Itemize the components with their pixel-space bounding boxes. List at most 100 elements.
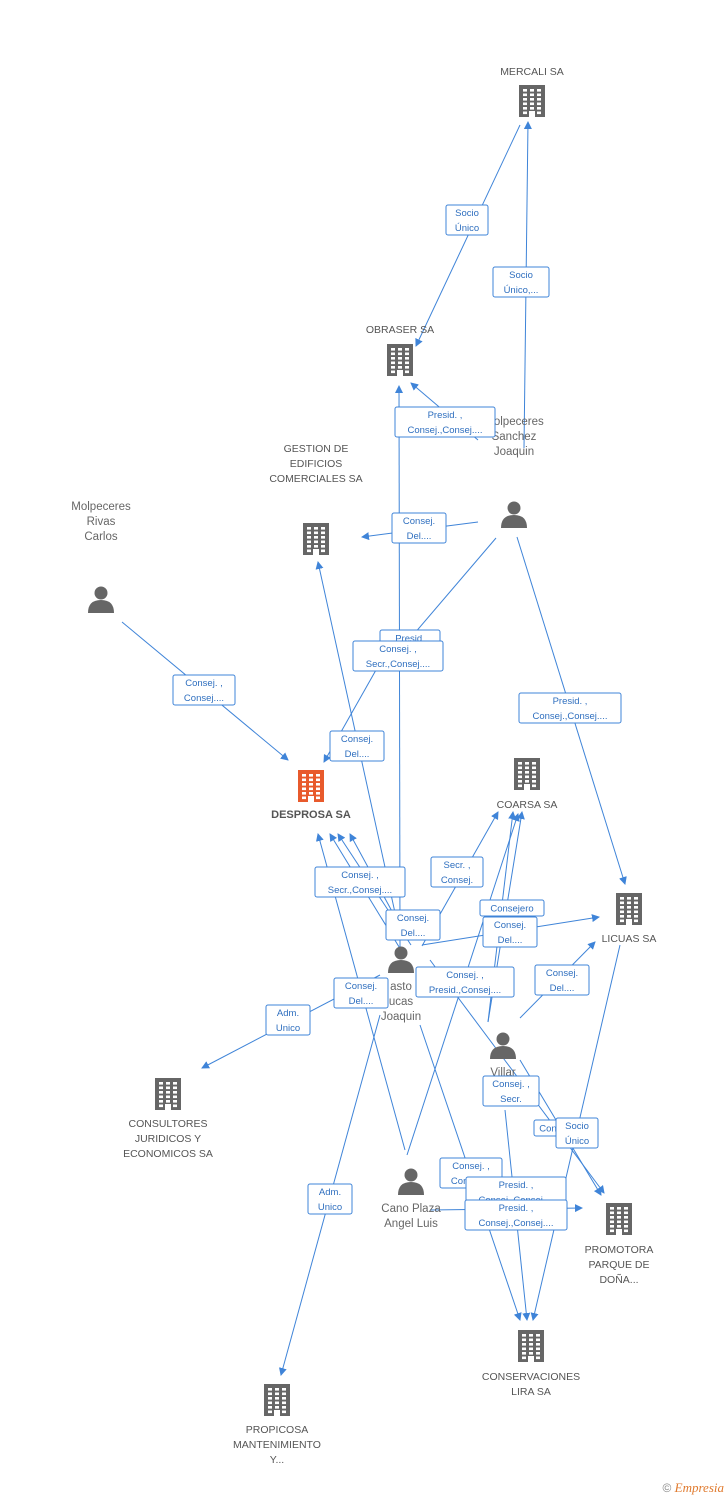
company-label-desprosa-line: DESPROSA SA bbox=[271, 809, 351, 821]
relation-text-line: Adm. bbox=[277, 1008, 299, 1019]
company-label-propicosa: PROPICOSA MANTENIMIENTO Y... bbox=[233, 1424, 321, 1466]
company-label-consultores-line: JURIDICOS Y bbox=[135, 1133, 201, 1145]
relation-label-r16[interactable]: Consej. ,Presid.,Consej.... bbox=[415, 966, 515, 998]
person-icon-molpeceres_rivas[interactable] bbox=[88, 586, 114, 614]
company-label-consultores: CONSULTORES JURIDICOS Y ECONOMICOS SA bbox=[123, 1118, 213, 1160]
relation-text: Consej.Del.... bbox=[345, 981, 377, 1007]
relation-label-r14[interactable]: Consej. Del.... bbox=[482, 916, 538, 948]
relation-text: Consej.Del.... bbox=[546, 968, 578, 994]
company-icon-coarsa[interactable] bbox=[514, 758, 540, 790]
company-label-propicosa-line: MANTENIMIENTO bbox=[233, 1439, 321, 1451]
relation-text-line: Consej. bbox=[403, 516, 435, 527]
person-label-molpeceres_rivas-line: Carlos bbox=[84, 531, 117, 543]
relation-label-r9[interactable]: Presid. ,Consej.,Consej.... bbox=[518, 692, 622, 724]
company-label-obraser-line: OBRASER SA bbox=[366, 324, 434, 336]
relation-text-line: Adm. bbox=[319, 1187, 341, 1198]
company-label-propicosa-line: PROPICOSA bbox=[246, 1424, 308, 1436]
person-label-castro_lucas-line: ucas bbox=[389, 996, 414, 1008]
company-label-conservaciones-line: CONSERVACIONES bbox=[482, 1371, 580, 1383]
relation-label-r19[interactable]: Consej. ,Secr. bbox=[482, 1075, 540, 1107]
relation-text: Consej. ,Consej.... bbox=[184, 678, 224, 704]
relation-text: Consej. ,Secr.,Consej.... bbox=[328, 870, 392, 896]
relation-text: Consej. ,Secr.,Consej.... bbox=[366, 644, 430, 670]
relation-text: Presid. ,Consej.,Consej.... bbox=[533, 696, 608, 722]
company-icon-licuas[interactable] bbox=[616, 893, 642, 925]
relation-label-r20[interactable]: Con bbox=[533, 1119, 563, 1137]
company-icon-conservaciones[interactable] bbox=[518, 1330, 544, 1362]
relation-text: Consej. Del.... bbox=[494, 920, 526, 946]
person-label-cano_plaza-line: Cano Plaza bbox=[381, 1203, 441, 1215]
person-icon-castro_lucas[interactable] bbox=[388, 946, 414, 974]
relation-label-r3[interactable]: Presid. , Consej.,Consej.... bbox=[394, 406, 496, 438]
relation-label-r7[interactable]: Consej. ,Secr.,Consej.... bbox=[352, 640, 444, 672]
relation-label-r18[interactable]: Adm. Unico bbox=[265, 1004, 311, 1036]
person-icon-villar[interactable] bbox=[490, 1032, 516, 1060]
relation-text: Adm. Unico bbox=[276, 1008, 300, 1034]
relation-text-line: Consej. bbox=[546, 968, 578, 979]
company-icon-consultores[interactable] bbox=[155, 1078, 181, 1110]
relation-text-line: Consej. , bbox=[492, 1079, 530, 1090]
company-icon-mercali[interactable] bbox=[519, 85, 545, 117]
relation-text-line: Unico bbox=[276, 1023, 300, 1034]
relation-text-line: Socio bbox=[509, 270, 533, 281]
company-label-propicosa-line: Y... bbox=[270, 1454, 284, 1466]
company-icon-desprosa[interactable] bbox=[298, 770, 324, 802]
relation-label-r8[interactable]: Consej.Del.... bbox=[329, 730, 385, 762]
relation-text-line: Consej.,Consej.... bbox=[479, 1218, 554, 1229]
relation-label-r25[interactable]: Adm.Unico bbox=[307, 1183, 353, 1215]
relation-text: Consej. ,Presid.,Consej.... bbox=[429, 970, 501, 996]
relation-text: Consej.Del.... bbox=[341, 734, 373, 760]
company-label-conservaciones-line: LIRA SA bbox=[511, 1386, 551, 1398]
relation-text-line: Consej. , bbox=[185, 678, 223, 689]
company-label-conservaciones: CONSERVACIONES LIRA SA bbox=[482, 1371, 580, 1398]
relation-text-line: Socio bbox=[455, 208, 479, 219]
relation-text-line: Consej. , bbox=[341, 870, 379, 881]
relation-text-line: Presid. , bbox=[499, 1180, 534, 1191]
company-label-consultores-line: ECONOMICOS SA bbox=[123, 1148, 213, 1160]
relation-text-line: Del.... bbox=[407, 531, 432, 542]
relation-text: Adm.Unico bbox=[318, 1187, 342, 1213]
relation-text-line: Consej. bbox=[441, 875, 473, 886]
person-icon-cano_plaza[interactable] bbox=[398, 1168, 424, 1196]
person-label-molpeceres_rivas-line: Molpeceres bbox=[71, 501, 131, 513]
relation-label-r15[interactable]: Consej.Del.... bbox=[333, 977, 389, 1009]
relation-label-r12[interactable]: Consejero bbox=[479, 899, 545, 917]
relation-label-r13[interactable]: Consej.Del.... bbox=[385, 909, 441, 941]
relation-label-r24[interactable]: Presid. ,Consej.,Consej.... bbox=[464, 1199, 568, 1231]
person-label-molpeceres_rivas-line: Rivas bbox=[87, 516, 116, 528]
relation-text-line: Consej.,Consej.... bbox=[408, 425, 483, 436]
company-icon-promotora[interactable] bbox=[606, 1203, 632, 1235]
company-icon-obraser[interactable] bbox=[387, 344, 413, 376]
company-label-consultores-line: CONSULTORES bbox=[129, 1118, 208, 1130]
relation-label-r4[interactable]: Consej. Del.... bbox=[391, 512, 447, 544]
relation-text-line: Consej. , bbox=[446, 970, 484, 981]
relation-text-line: Del.... bbox=[349, 996, 374, 1007]
relation-label-r17[interactable]: Consej.Del.... bbox=[534, 964, 590, 996]
relation-text: Secr. ,Consej. bbox=[441, 860, 473, 886]
person-icon-molpeceres_sanchez[interactable] bbox=[501, 501, 527, 529]
relation-text-line: Presid. , bbox=[428, 410, 463, 421]
company-icon-gestion[interactable] bbox=[303, 523, 329, 555]
relation-text-line: Único,... bbox=[504, 285, 539, 296]
relation-text-line: Consej. bbox=[494, 920, 526, 931]
relation-text-line: Del.... bbox=[401, 928, 426, 939]
relation-label-r5[interactable]: Consej. ,Consej.... bbox=[172, 674, 236, 706]
relation-text-line: Del.... bbox=[345, 749, 370, 760]
relation-text-line: Del.... bbox=[498, 935, 523, 946]
company-label-promotora-line: DOÑA... bbox=[599, 1273, 638, 1286]
relation-text-line: Socio bbox=[565, 1121, 589, 1132]
relation-label-r10[interactable]: Consej. ,Secr.,Consej.... bbox=[314, 866, 406, 898]
company-icon-propicosa[interactable] bbox=[264, 1384, 290, 1416]
relation-text-line: Secr.,Consej.... bbox=[366, 659, 430, 670]
relation-label-r11[interactable]: Secr. ,Consej. bbox=[430, 856, 484, 888]
